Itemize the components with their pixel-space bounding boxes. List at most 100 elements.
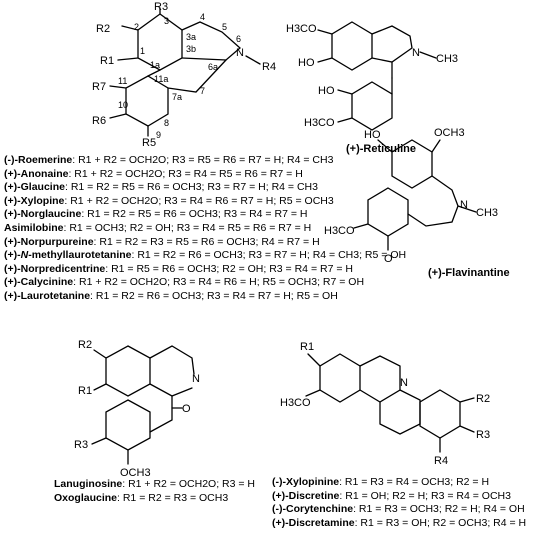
- label-r2: R2: [96, 23, 110, 35]
- flavinantine-oh: HO: [364, 129, 381, 141]
- flavinantine-o: O: [384, 253, 393, 265]
- proto-r2: R2: [476, 393, 490, 405]
- reticuline-oh2: HO: [318, 85, 335, 97]
- bond-flav-oh: [377, 139, 393, 153]
- bond-proto-r1: [307, 353, 321, 367]
- reticuline-oh: HO: [298, 57, 315, 69]
- bond-nch3: [419, 51, 437, 59]
- list-item: (+)-Glaucine: R1 = R2 = R5 = R6 = OCH3; …: [4, 181, 318, 194]
- bond-proto-och3: [305, 389, 321, 397]
- bond-oh: [317, 57, 333, 63]
- proto-r4: R4: [434, 455, 448, 467]
- ring-reticuline-c: [351, 81, 393, 131]
- label-r5: R5: [142, 137, 156, 149]
- label-r4: R4: [262, 61, 276, 73]
- bond-oxo-r3: [91, 437, 107, 445]
- proto-och3: H3CO: [280, 397, 311, 409]
- list-item: (+)-N-methyllaurotetanine: R1 = R2 = R6 …: [4, 249, 407, 262]
- num-1a: 1a: [150, 60, 160, 70]
- list-item: (+)-Anonaine: R1 + R2 = OCH2O; R3 = R4 =…: [4, 167, 303, 180]
- label-r3: R3: [154, 1, 168, 13]
- oxo-n: N: [192, 373, 200, 385]
- ring-oxo-c-top: [149, 383, 193, 397]
- bond-proto-r2: [459, 397, 475, 403]
- ring-proto-b: [359, 355, 401, 403]
- num-11: 11: [118, 76, 127, 86]
- ring-oxo-a: [105, 345, 151, 397]
- ring-c: [167, 59, 227, 93]
- ring-proto-d: [419, 389, 461, 439]
- bond-r2: [121, 25, 139, 31]
- oxoaporphine-compound-list: Lanuginosine: R1 + R2 = OCH2O; R3 = H Ox…: [54, 478, 255, 505]
- bond-proto-r3: [459, 425, 475, 433]
- num-11a: 11a: [154, 74, 168, 84]
- proto-n: N: [400, 377, 408, 389]
- bond-oxo-r2: [93, 349, 107, 359]
- num-1: 1: [140, 46, 145, 56]
- ring-b: [181, 21, 241, 61]
- bond-oh2: [337, 89, 353, 95]
- num-9: 9: [156, 130, 161, 140]
- bond-r6: [109, 113, 127, 119]
- bond-1a-11a: [147, 69, 161, 77]
- bond-r7: [109, 85, 127, 89]
- ring-oxo-c: [149, 395, 173, 433]
- flavinantine-n: N: [460, 199, 468, 211]
- num-7a: 7a: [172, 92, 182, 102]
- list-item: Oxoglaucine: R1 = R2 = R3 = OCH3: [54, 491, 229, 504]
- list-item: (+)-Laurotetanine: R1 = R2 = R6 = OCH3; …: [4, 289, 338, 302]
- reticuline-ch3: CH3: [436, 53, 458, 65]
- num-8: 8: [164, 118, 169, 128]
- bond-r4: [245, 55, 261, 65]
- list-item: (+)-Norglaucine: R1 = R2 = R5 = R6 = OCH…: [4, 208, 308, 221]
- reticuline-n: N: [412, 47, 420, 59]
- protoberberine-structure: R1 H3CO N R2 R3 R4: [280, 341, 490, 467]
- num-3b: 3b: [186, 44, 196, 54]
- label-r6: R6: [92, 115, 106, 127]
- ring-proto-c: [379, 389, 421, 435]
- bond-r1: [117, 57, 139, 61]
- protoberberine-compound-list: (-)-Xylopinine: R1 = R3 = R4 = OCH3; R2 …: [272, 476, 526, 530]
- reticuline-och3-bot: H3CO: [304, 117, 335, 129]
- oxo-r1: R1: [78, 385, 92, 397]
- oxo-o: O: [182, 403, 191, 415]
- bond-och3-2: [337, 117, 353, 123]
- list-item: (+)-Discretine: R1 = OH; R2 = H; R3 = R4…: [272, 489, 511, 502]
- num-3: 3: [164, 16, 169, 26]
- list-item: (-)-Xylopinine: R1 = R3 = R4 = OCH3; R2 …: [272, 476, 490, 488]
- ring-reticuline-a: [331, 21, 373, 71]
- num-5: 5: [222, 22, 227, 32]
- flavinantine-name: (+)-Flavinantine: [428, 267, 510, 279]
- reticuline-och3-top: H3CO: [286, 23, 317, 35]
- num-2: 2: [134, 22, 139, 32]
- bond-flav-och3-left: [353, 223, 369, 229]
- label-r1: R1: [100, 55, 114, 67]
- num-6: 6: [236, 34, 241, 44]
- flavinantine-och3-top: OCH3: [434, 127, 465, 139]
- list-item: (+)-Discretamine: R1 = R3 = OH; R2 = OCH…: [272, 516, 527, 529]
- label-n6: N: [236, 47, 244, 59]
- num-4: 4: [200, 12, 205, 22]
- num-3a: 3a: [186, 32, 196, 42]
- proto-r3: R3: [476, 429, 490, 441]
- bond-flav-och3: [431, 139, 441, 153]
- oxo-r2: R2: [78, 339, 92, 351]
- aporphine-compound-list: (-)-Roemerine: R1 + R2 = OCH2O; R3 = R5 …: [4, 154, 406, 304]
- bond-oxo-r1: [93, 383, 107, 391]
- list-item: Lanuginosine: R1 + R2 = OCH2O; R3 = H: [54, 478, 256, 490]
- flavinantine-och3-left: H3CO: [324, 225, 355, 237]
- ring-flav-bridge: [407, 175, 459, 227]
- flavinantine-structure: HO OCH3 N CH3 H3CO O (+)-Flavinantine: [324, 127, 510, 279]
- reticuline-name: (+)-Reticuline: [346, 143, 416, 155]
- ring-oxo-b: [149, 345, 195, 375]
- flavinantine-ch3: CH3: [476, 207, 498, 219]
- list-item: (-)-Corytenchine: R1 = R3 = OCH3; R2 = H…: [272, 503, 525, 516]
- num-7: 7: [200, 86, 205, 96]
- list-item: (-)-Roemerine: R1 + R2 = OCH2O; R3 = R5 …: [4, 154, 334, 166]
- ring-proto-a: [319, 353, 361, 403]
- oxo-r3: R3: [74, 439, 88, 451]
- proto-r1: R1: [300, 341, 314, 353]
- ring-reticuline-b: [371, 25, 413, 63]
- list-item: (+)-Norpurpureine: R1 = R2 = R3 = R5 = R…: [4, 235, 320, 248]
